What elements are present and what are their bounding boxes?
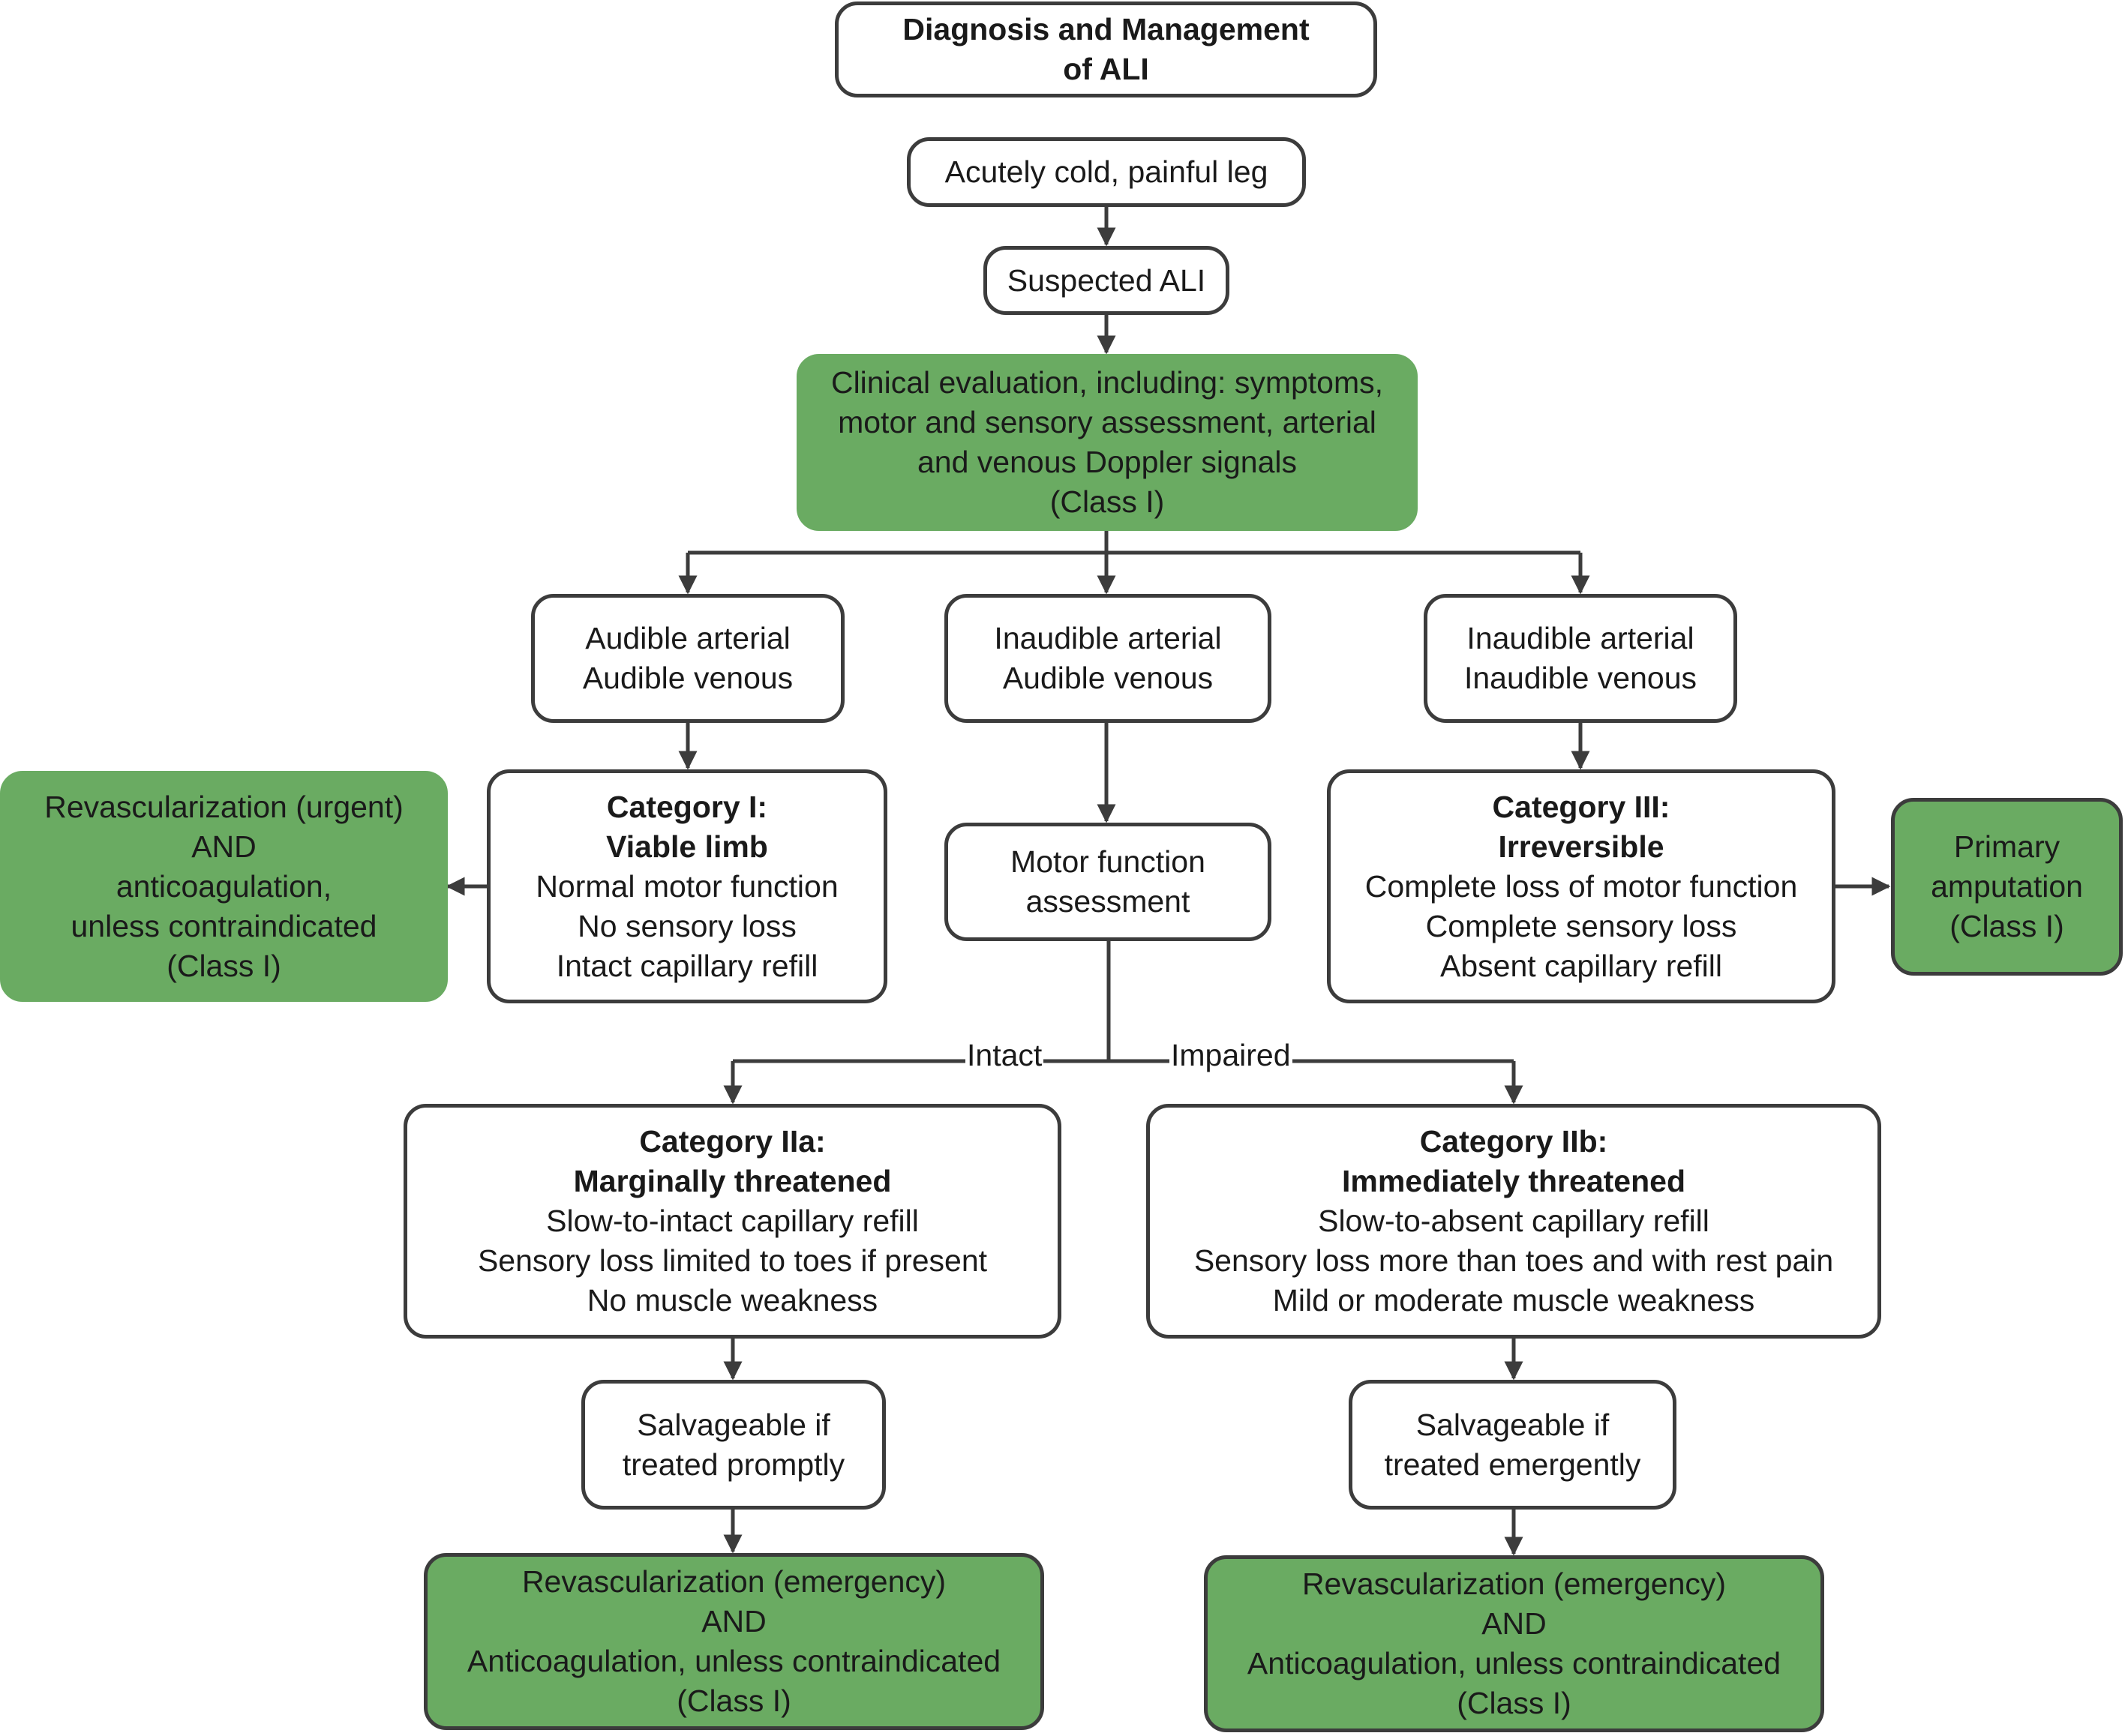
node-line: Normal motor function	[536, 868, 839, 904]
node-line: Intact capillary refill	[556, 948, 818, 983]
node-clinical-evaluation: Clinical evaluation, including: symptoms…	[797, 354, 1418, 531]
node-category-iia: Category IIa: Marginally threatened Slow…	[404, 1104, 1061, 1339]
node-line: assessment	[1025, 884, 1190, 919]
node-inaudible-arterial-audible-venous: Inaudible arterial Audible venous	[944, 594, 1271, 723]
diagram-title: Diagnosis and Management of ALI	[835, 1, 1377, 97]
node-line: Revascularization (emergency)	[521, 1564, 947, 1599]
node-line: Suspected ALI	[1007, 262, 1206, 298]
node-line: Absent capillary refill	[1440, 948, 1722, 983]
node-primary-amputation: Primary amputation (Class I)	[1891, 798, 2123, 976]
node-inaudible-arterial-inaudible-venous: Inaudible arterial Inaudible venous	[1424, 594, 1737, 723]
category-heading: Category IIa:	[639, 1124, 826, 1159]
node-line: AND	[1481, 1606, 1547, 1641]
node-line: Acutely cold, painful leg	[944, 154, 1268, 189]
node-line: Complete sensory loss	[1425, 908, 1737, 943]
node-line: Revascularization (emergency)	[1301, 1567, 1727, 1601]
edge-label-intact: Intact	[965, 1037, 1044, 1073]
category-heading: Viable limb	[606, 829, 768, 864]
node-line: Slow-to-intact capillary refill	[546, 1204, 919, 1238]
node-line: Revascularization (urgent)	[44, 789, 404, 824]
node-line: and venous Doppler signals	[917, 445, 1297, 479]
node-line: (Class I)	[167, 948, 281, 983]
node-category-i: Category I: Viable limb Normal motor fun…	[487, 769, 887, 1003]
node-line: Audible venous	[582, 661, 794, 695]
node-line: No sensory loss	[578, 908, 797, 943]
node-line: unless contraindicated	[71, 908, 377, 943]
category-heading: Immediately threatened	[1342, 1164, 1685, 1198]
node-revascularization-emergency-iib: Revascularization (emergency) AND Antico…	[1204, 1555, 1824, 1732]
node-line: motor and sensory assessment, arterial	[838, 405, 1376, 439]
node-line: (Class I)	[677, 1684, 791, 1718]
node-acutely-cold-leg: Acutely cold, painful leg	[907, 137, 1306, 207]
node-line: treated promptly	[622, 1447, 845, 1482]
category-heading: Category IIb:	[1419, 1124, 1608, 1159]
category-heading: Category III:	[1492, 789, 1670, 824]
node-suspected-ali: Suspected ALI	[983, 246, 1229, 315]
node-line: Audible venous	[1002, 661, 1214, 695]
node-line: Inaudible venous	[1463, 661, 1697, 695]
category-heading: Irreversible	[1498, 829, 1664, 864]
node-line: AND	[191, 829, 257, 864]
node-line: Anticoagulation, unless contraindicated	[467, 1644, 1001, 1678]
node-salvageable-promptly: Salvageable if treated promptly	[581, 1380, 886, 1510]
node-line: (Class I)	[1949, 909, 2064, 943]
node-line: treated emergently	[1384, 1447, 1641, 1482]
node-line: Slow-to-absent capillary refill	[1318, 1204, 1709, 1238]
node-line: amputation	[1931, 869, 2083, 904]
node-line: Sensory loss more than toes and with res…	[1193, 1243, 1834, 1278]
node-category-iii: Category III: Irreversible Complete loss…	[1327, 769, 1835, 1003]
node-line: (Class I)	[1457, 1686, 1571, 1720]
node-line: (Class I)	[1049, 484, 1165, 519]
node-revascularization-emergency-iia: Revascularization (emergency) AND Antico…	[424, 1553, 1044, 1730]
node-line: Salvageable if	[1415, 1407, 1610, 1442]
node-category-iib: Category IIb: Immediately threatened Slo…	[1146, 1104, 1881, 1339]
edge-label-impaired: Impaired	[1169, 1037, 1292, 1073]
node-line: Audible arterial	[585, 621, 791, 655]
node-line: Clinical evaluation, including: symptoms…	[830, 365, 1384, 400]
node-line: Salvageable if	[637, 1407, 830, 1442]
title-line-2: of ALI	[1063, 52, 1149, 86]
node-salvageable-emergently: Salvageable if treated emergently	[1349, 1380, 1676, 1510]
node-line: anticoagulation,	[116, 868, 332, 904]
category-heading: Category I:	[606, 789, 768, 824]
node-audible-arterial-audible-venous: Audible arterial Audible venous	[531, 594, 845, 723]
node-line: Primary	[1953, 829, 2060, 864]
node-line: AND	[701, 1604, 767, 1639]
category-heading: Marginally threatened	[573, 1164, 892, 1198]
node-line: Mild or moderate muscle weakness	[1272, 1283, 1755, 1318]
title-line-1: Diagnosis and Management	[902, 12, 1310, 46]
node-line: Motor function	[1010, 844, 1205, 879]
node-revascularization-urgent: Revascularization (urgent) AND anticoagu…	[0, 771, 448, 1002]
node-line: Anticoagulation, unless contraindicated	[1247, 1646, 1781, 1681]
node-line: Complete loss of motor function	[1364, 868, 1798, 904]
node-motor-function-assessment: Motor function assessment	[944, 823, 1271, 941]
node-line: Inaudible arterial	[1466, 621, 1694, 655]
node-line: Inaudible arterial	[994, 621, 1222, 655]
node-line: No muscle weakness	[587, 1283, 878, 1318]
node-line: Sensory loss limited to toes if present	[477, 1243, 988, 1278]
